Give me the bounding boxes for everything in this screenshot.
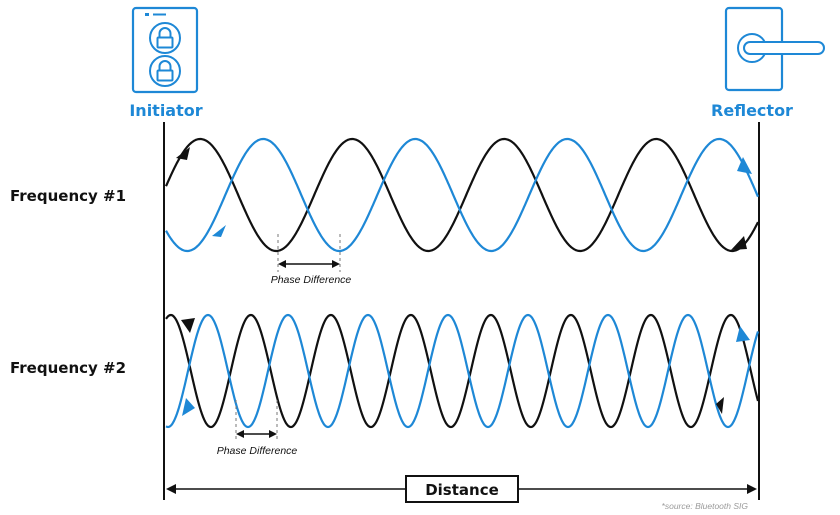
frequency-1-black-wave [164,137,759,253]
frequency-2-black-wave [165,313,760,429]
f2-blue-arrowhead-right [736,326,750,342]
source-note: *source: Bluetooth SIG [662,501,749,511]
initiator-label: Initiator [129,101,202,120]
f1-black-arrowhead-left [176,147,190,160]
f1-blue-arrowhead-right [737,157,752,174]
frequency-2-waves [165,313,760,429]
f1-black-arrowhead-right [731,236,747,250]
frequency-1-blue-wave [165,137,760,253]
reflector-label: Reflector [711,101,793,120]
frequency-1-label: Frequency #1 [10,187,126,205]
f2-black-arrowhead-right [716,397,724,414]
door-handle-icon [724,6,825,92]
distance-box [405,475,519,503]
distance-label: Distance [425,481,499,499]
smart-lock-keypad-icon [131,6,199,94]
f1-blue-arrowhead-left [212,225,226,237]
frequency-2-phase-marker [235,400,278,442]
frequency-1-phase-marker [277,234,341,272]
frequency-2-blue-wave [165,313,760,429]
frequency-2-label: Frequency #2 [10,359,126,377]
frequency-2-phase-label: Phase Difference [217,445,298,457]
frequency-1-phase-label: Phase Difference [271,274,352,286]
f2-black-arrowhead-left [181,318,195,333]
f2-blue-arrowhead-left [182,398,195,416]
frequency-1-waves [164,137,760,253]
